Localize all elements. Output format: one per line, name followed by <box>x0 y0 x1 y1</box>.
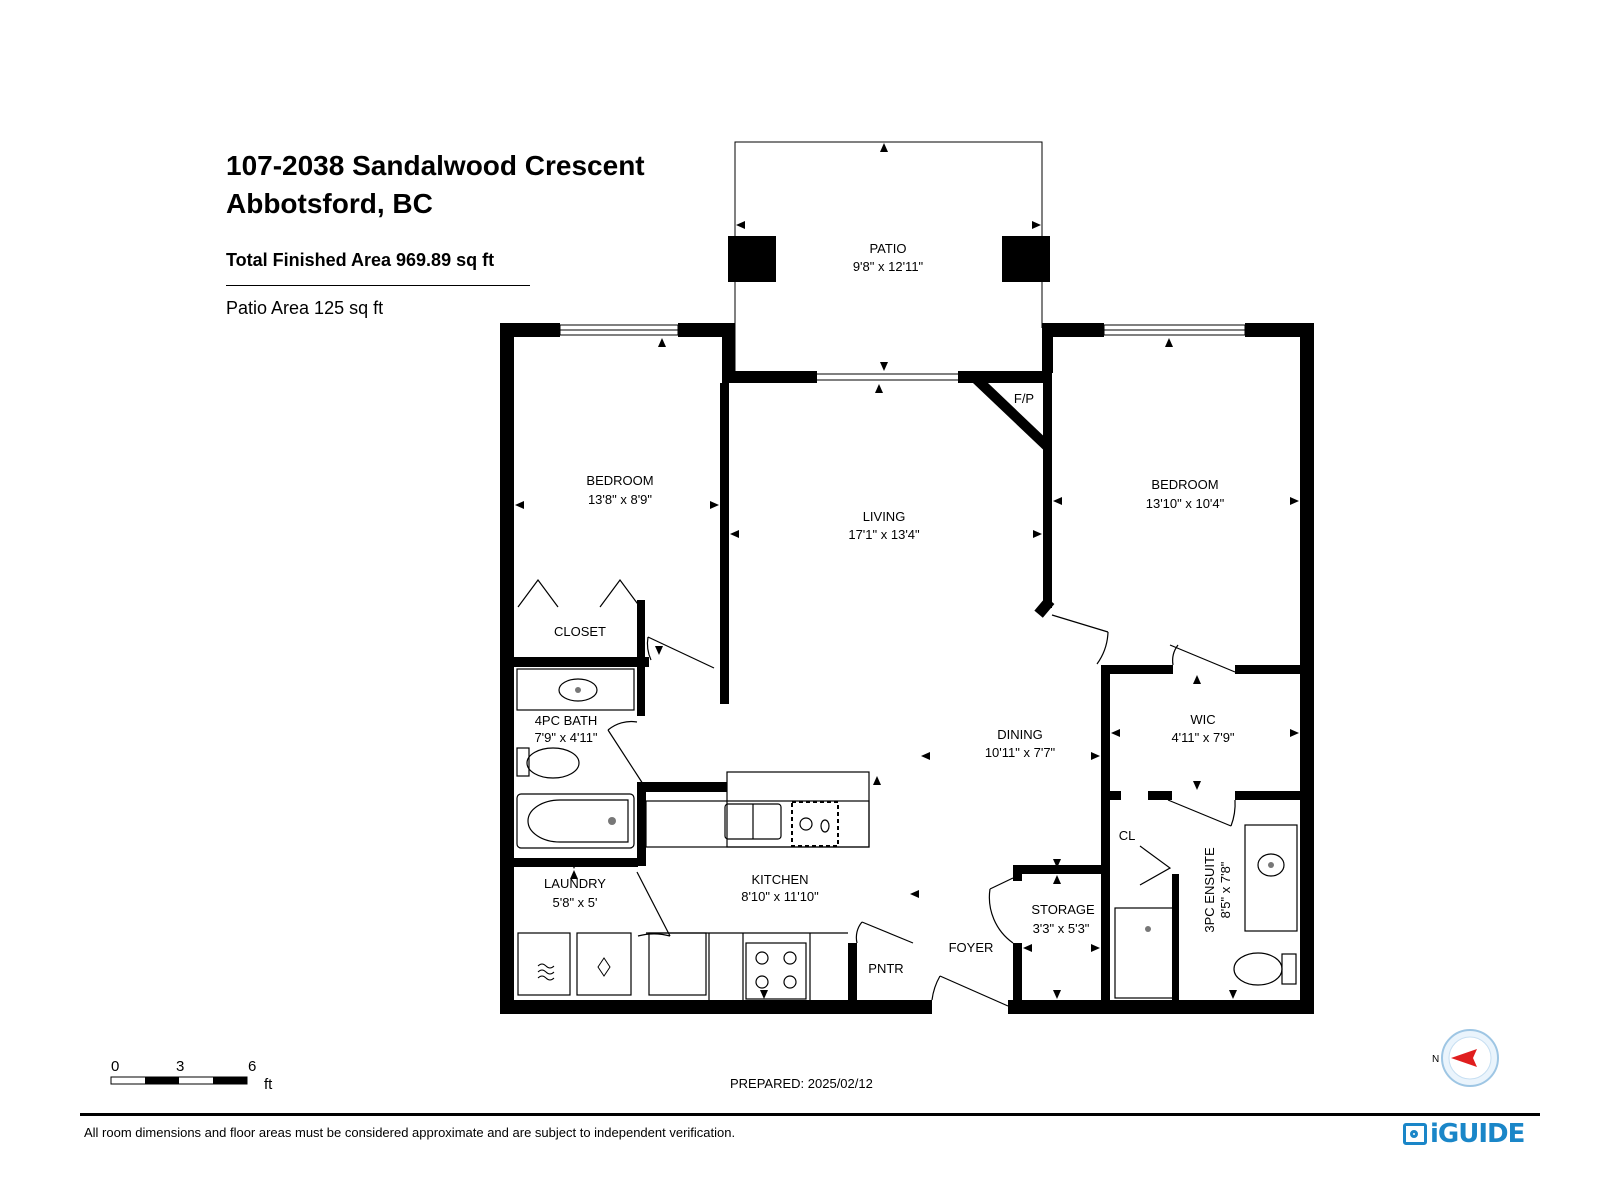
room-label-bedroom-left: BEDROOM <box>586 473 653 488</box>
room-label-kitchen: KITCHEN <box>751 872 808 887</box>
iguide-logo-icon <box>1403 1123 1427 1145</box>
address-line-2: Abbotsford, BC <box>226 188 433 219</box>
room-dims-kitchen: 8'10" x 11'10" <box>741 889 819 904</box>
bath-fixtures <box>516 668 1298 999</box>
scale-bar: 0 3 6 ft <box>110 1058 273 1093</box>
dimension-arrows <box>515 143 1299 999</box>
room-label-wic: WIC <box>1190 712 1215 727</box>
address-line-1: 107-2038 Sandalwood Crescent <box>226 150 645 181</box>
scale-tick-3: 3 <box>176 1058 184 1075</box>
room-label-patio: PATIO <box>869 241 906 256</box>
room-dims-bath: 7'9" x 4'11" <box>534 730 597 745</box>
room-dims-bedroom-right: 13'10" x 10'4" <box>1146 496 1225 511</box>
exterior-walls <box>500 323 1314 1014</box>
room-label-storage: STORAGE <box>1031 902 1095 917</box>
room-label-ensuite: 3PC ENSUITE <box>1202 847 1217 933</box>
door-swings <box>607 614 1236 1007</box>
closet-bifold-doors <box>517 578 1172 886</box>
windows <box>559 324 1246 381</box>
room-label-pantry: PNTR <box>868 961 903 976</box>
kitchen-fixtures <box>645 771 870 1000</box>
area-divider <box>226 285 530 286</box>
room-label-bedroom-right: BEDROOM <box>1151 477 1218 492</box>
room-label-laundry: LAUNDRY <box>544 876 606 891</box>
patio-column-left <box>728 236 776 282</box>
compass-north-label: N <box>1432 1054 1439 1065</box>
prepared-date: PREPARED: 2025/02/12 <box>730 1076 873 1091</box>
room-label-cl: CL <box>1119 828 1136 843</box>
room-dims-bedroom-left: 13'8" x 8'9" <box>588 492 652 507</box>
compass-icon: N <box>1432 1029 1499 1087</box>
iguide-logo: iGUIDE <box>1403 1119 1525 1149</box>
laundry-symbols <box>537 957 611 981</box>
room-label-living: LIVING <box>863 509 906 524</box>
scale-unit: ft <box>264 1076 273 1093</box>
total-finished-area: Total Finished Area 969.89 sq ft <box>226 250 495 270</box>
room-label-fireplace: F/P <box>1014 391 1034 406</box>
room-dims-ensuite: 8'5" x 7'8" <box>1218 861 1233 918</box>
scale-tick-6: 6 <box>248 1058 256 1075</box>
room-label-bath: 4PC BATH <box>535 713 598 728</box>
room-dims-patio: 9'8" x 12'11" <box>853 259 924 274</box>
room-label-foyer: FOYER <box>949 940 994 955</box>
patio-column-right <box>1002 236 1050 282</box>
room-dims-wic: 4'11" x 7'9" <box>1171 730 1234 745</box>
patio-outline <box>734 141 1043 372</box>
iguide-logo-text: iGUIDE <box>1430 1119 1525 1149</box>
disclaimer: All room dimensions and floor areas must… <box>84 1125 736 1140</box>
room-label-dining: DINING <box>997 727 1043 742</box>
scale-tick-0: 0 <box>111 1058 119 1075</box>
room-dims-living: 17'1" x 13'4" <box>848 527 920 542</box>
room-label-closet: CLOSET <box>554 624 606 639</box>
room-dims-storage: 3'3" x 5'3" <box>1033 921 1090 936</box>
room-dims-dining: 10'11" x 7'7" <box>985 745 1056 760</box>
room-dims-laundry: 5'8" x 5' <box>553 895 598 910</box>
fixture-drains <box>575 687 1274 932</box>
footer-divider <box>80 1113 1540 1116</box>
patio-area: Patio Area 125 sq ft <box>226 298 384 318</box>
